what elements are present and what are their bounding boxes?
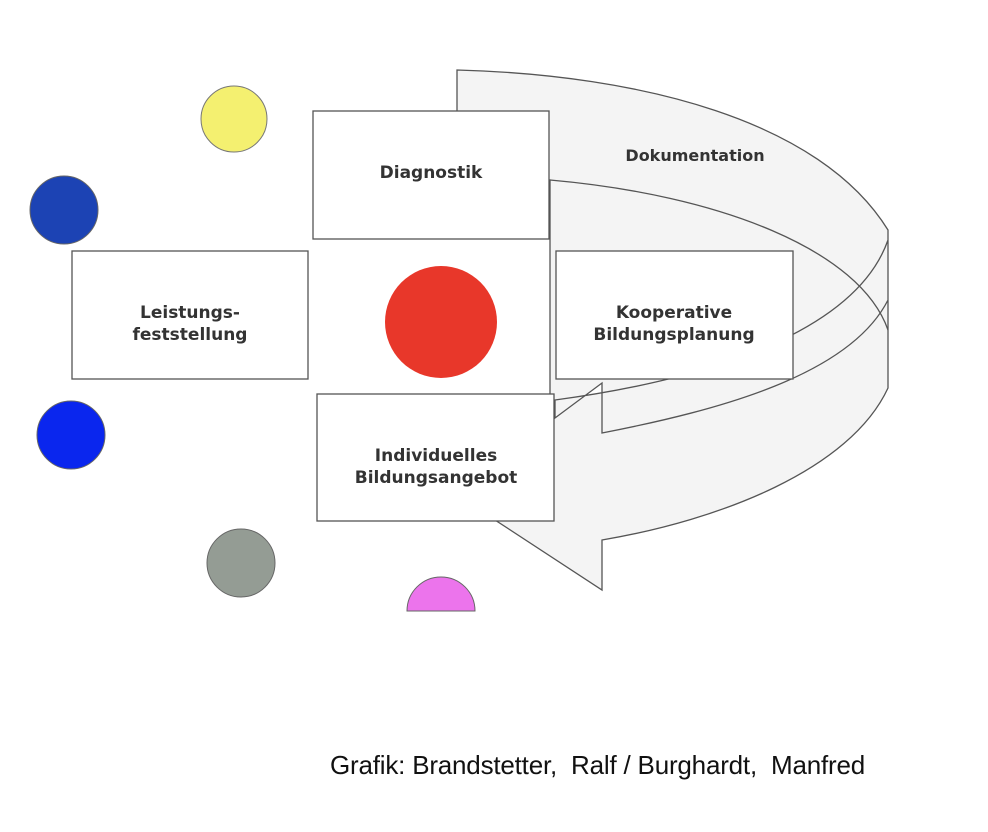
documentation-label: Dokumentation xyxy=(625,146,764,165)
individuelles-bildungsangebot-box: Individuelles Bildungsangebot xyxy=(316,393,555,522)
leistungsfeststellung-label-line2: feststellung xyxy=(133,325,248,345)
blue-circle xyxy=(36,400,106,470)
image-credit-caption: Grafik: Brandstetter, Ralf / Burghardt, … xyxy=(330,750,865,780)
kooperative-bildungsplanung-box: Kooperative Bildungsplanung xyxy=(555,250,794,380)
kooperative-label-line2: Bildungsplanung xyxy=(593,325,754,345)
leistungsfeststellung-label-line1: Leistungs- xyxy=(140,303,240,323)
leistungsfeststellung-box: Leistungs- feststellung xyxy=(71,250,309,380)
grey-circle xyxy=(206,528,276,598)
dark-blue-circle xyxy=(29,175,99,245)
pink-circle xyxy=(406,576,476,612)
yellow-circle xyxy=(200,85,268,153)
documentation-arrow-inner-curve xyxy=(549,179,889,331)
individuelles-label-line1: Individuelles xyxy=(375,446,497,466)
center-red-circle xyxy=(385,266,497,378)
kooperative-label-line1: Kooperative xyxy=(616,303,732,323)
diagnostik-label: Diagnostik xyxy=(380,163,483,183)
diagnostik-box: Diagnostik xyxy=(312,110,550,240)
individuelles-label-line2: Bildungsangebot xyxy=(355,468,518,488)
